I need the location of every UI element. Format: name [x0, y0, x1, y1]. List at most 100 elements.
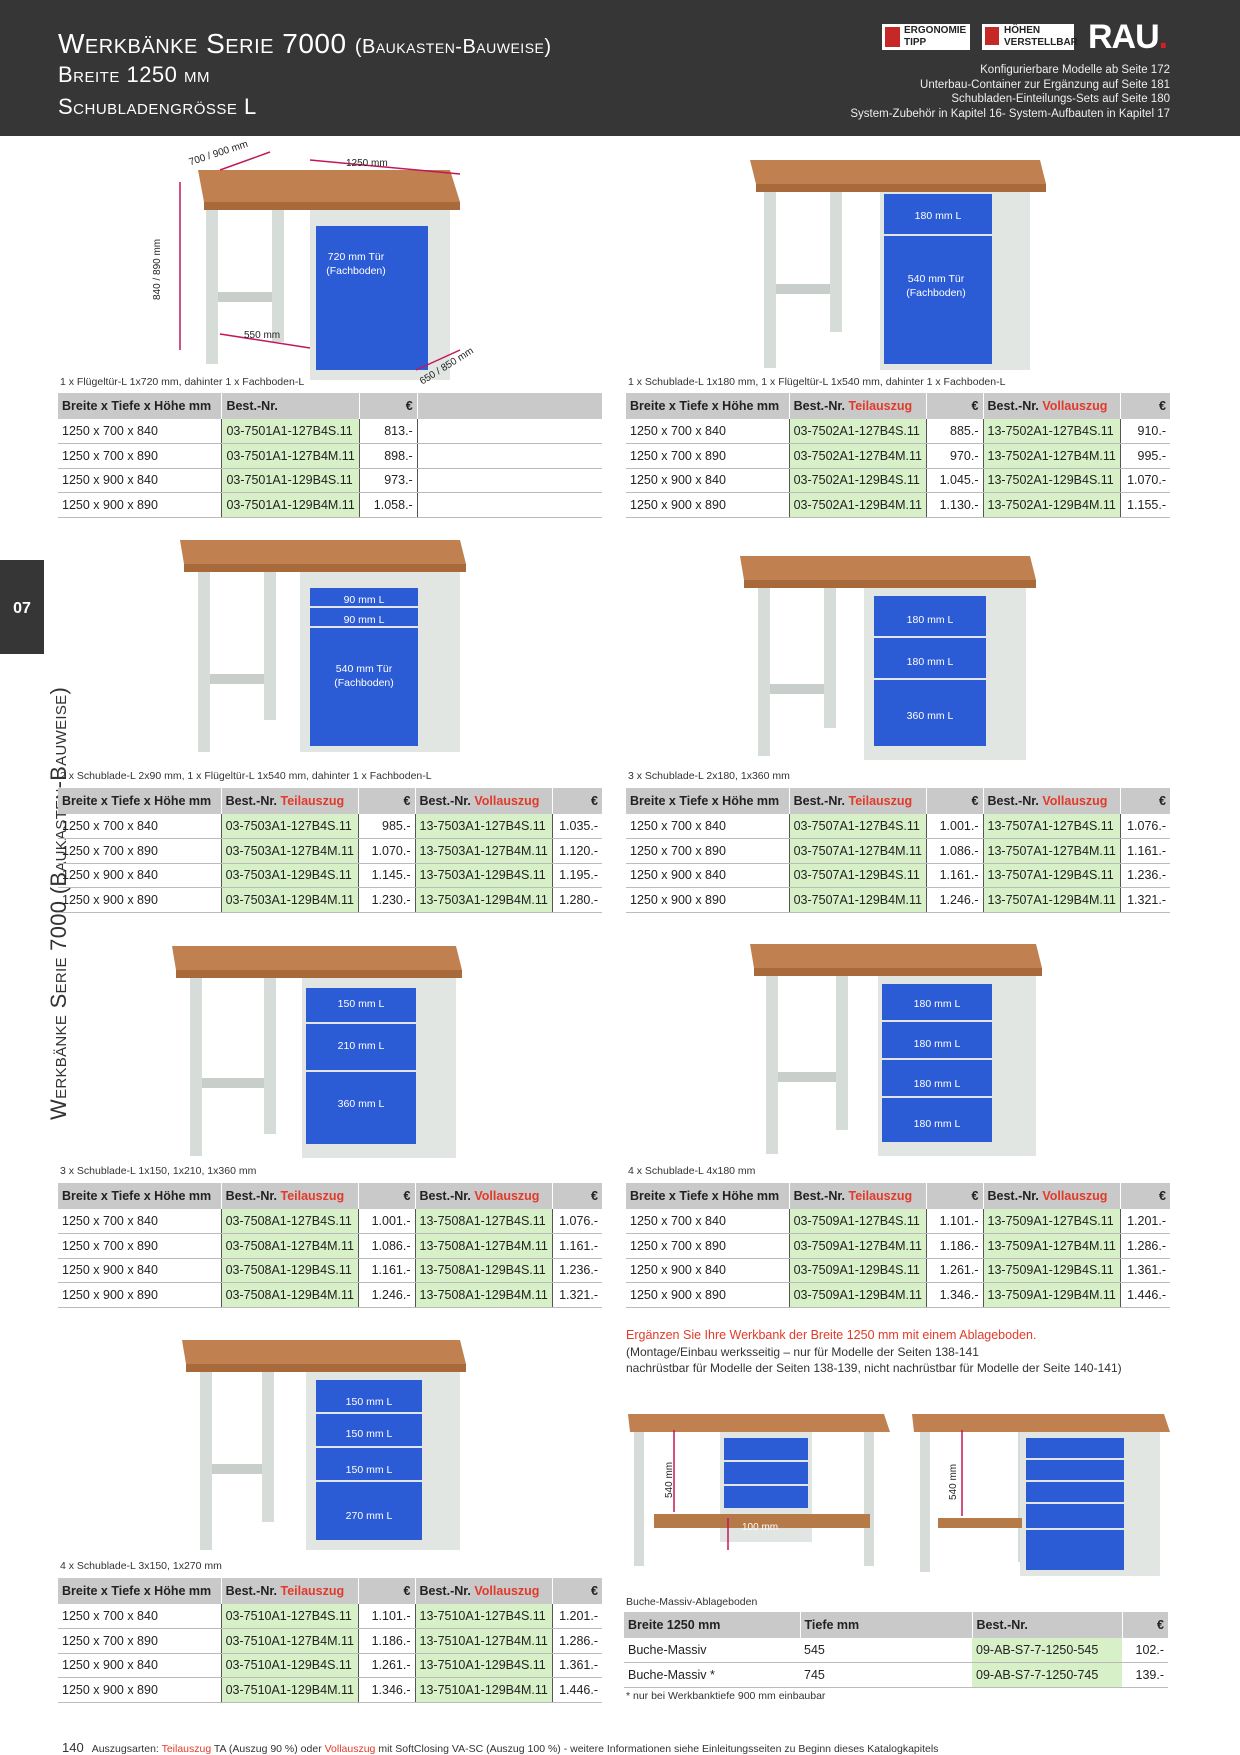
shelf-footnote: * nur bei Werkbanktiefe 900 mm einbaubar — [626, 1690, 826, 1702]
col-header-empty — [416, 393, 602, 419]
page-header: Werkbänke Serie 7000 (Baukasten-Bauweise… — [0, 0, 1240, 136]
table-header-row: Breite x Tiefe x Höhe mm Best.-Nr. € — [58, 393, 602, 419]
shelf-note-1: (Montage/Einbau werksseitig – nur für Mo… — [626, 1345, 979, 1359]
chapter-tab — [0, 560, 44, 654]
workbench-image-7507 — [740, 556, 1036, 760]
info-line: Schubladen-Einteilungs-Sets auf Seite 18… — [951, 93, 1170, 105]
info-line: System-Zubehör in Kapitel 16- System-Auf… — [850, 107, 1170, 120]
product-caption: 4 x Schublade-L 4x180 mm — [628, 1165, 756, 1177]
col-header-eur: € — [358, 393, 418, 419]
drawer-label: 180 mm L — [913, 998, 961, 1010]
product-caption: 1 x Flügeltür-L 1x720 mm, dahinter 1 x F… — [60, 376, 305, 388]
workbench-image-7509 — [750, 944, 1042, 1156]
drawer-label: 180 mm L — [906, 656, 954, 668]
drawer-label: 540 mm Tür (Fachboden) — [334, 663, 394, 689]
ergonomie-icon — [885, 27, 900, 47]
drawer-label: 210 mm L — [337, 1040, 385, 1052]
drawer-label: 150 mm L — [345, 1464, 393, 1476]
info-line: Unterbau-Container zur Ergänzung auf Sei… — [920, 78, 1170, 91]
drawer-label: 180 mm L — [913, 1038, 961, 1050]
shelf-workbench-image-1 — [628, 1414, 890, 1566]
col-header-best: Best.-Nr. — [221, 393, 360, 419]
page-subtitle-width: Breite 1250 mm — [58, 62, 211, 87]
page-number: 140 — [62, 1740, 84, 1755]
drawer-label: 180 mm L — [913, 1078, 961, 1090]
drawer-label: 270 mm L — [345, 1510, 393, 1522]
workbench-image-7503 — [180, 540, 466, 752]
chapter-number: 07 — [13, 600, 31, 617]
shelf-price-table: Breite 1250 mm Tiefe mm Best.-Nr. € Buch… — [624, 1612, 1168, 1688]
drawer-label: 540 mm Tür (Fachboden) — [906, 273, 966, 299]
workbench-image-7510 — [182, 1340, 466, 1550]
workbench-image-7508 — [172, 946, 462, 1158]
drawer-label: 720 mm Tür (Fachboden) — [326, 251, 386, 277]
drawer-label: 150 mm L — [345, 1428, 393, 1440]
hoehenverstellbar-logo: HÖHEN VERSTELLBAR — [982, 24, 1078, 50]
drawer-label: 90 mm L — [343, 594, 385, 606]
drawer-label: 150 mm L — [345, 1396, 393, 1408]
col-header-dims: Breite x Tiefe x Höhe mm — [58, 393, 222, 419]
drawer-label: 180 mm L — [914, 210, 962, 222]
product-caption: 3 x Schublade-L 1x150, 1x210, 1x360 mm — [60, 1165, 257, 1177]
workbench-image-7501 — [179, 151, 461, 380]
shelf-height-label: 540 mm — [664, 1461, 675, 1498]
page-subtitle-drawer-size: Schubladengrösse L — [58, 94, 257, 119]
product-caption: 2 x Schublade-L 2x90 mm, 1 x Flügeltür-L… — [60, 770, 432, 782]
brand-logo: RAU. — [1088, 18, 1168, 56]
shelf-caption: Buche-Massiv-Ablageboden — [626, 1596, 758, 1608]
drawer-label: 360 mm L — [337, 1098, 385, 1110]
dim-height-label: 840 / 890 mm — [152, 238, 163, 300]
product-caption: 1 x Schublade-L 1x180 mm, 1 x Flügeltür-… — [628, 376, 1006, 388]
shelf-headline: Ergänzen Sie Ihre Werkbank der Breite 12… — [626, 1328, 1037, 1342]
dim-leg-label: 550 mm — [244, 330, 281, 341]
table-header-row: Breite 1250 mm Tiefe mm Best.-Nr. € — [624, 1612, 1168, 1638]
shelf-depth-label: 100 mm — [742, 1522, 779, 1533]
dim-width-label: 1250 mm — [346, 158, 388, 169]
drawer-label: 360 mm L — [906, 710, 954, 722]
page-title: Werkbänke Serie 7000 (Baukasten-Bauweise… — [58, 28, 552, 59]
shelf-note-2: nachrüstbar für Modelle der Seiten 138-1… — [626, 1361, 1122, 1375]
price-table-7501: Breite x Tiefe x Höhe mm Best.-Nr. € 125… — [58, 393, 602, 518]
header-info: Konfigurierbare Modelle ab Seite 172 Unt… — [850, 63, 1170, 121]
drawer-label: 90 mm L — [343, 614, 385, 626]
product-caption: 3 x Schublade-L 2x180, 1x360 mm — [628, 770, 790, 782]
ergonomie-tipp-logo: ERGONOMIE TIPP — [882, 24, 970, 50]
